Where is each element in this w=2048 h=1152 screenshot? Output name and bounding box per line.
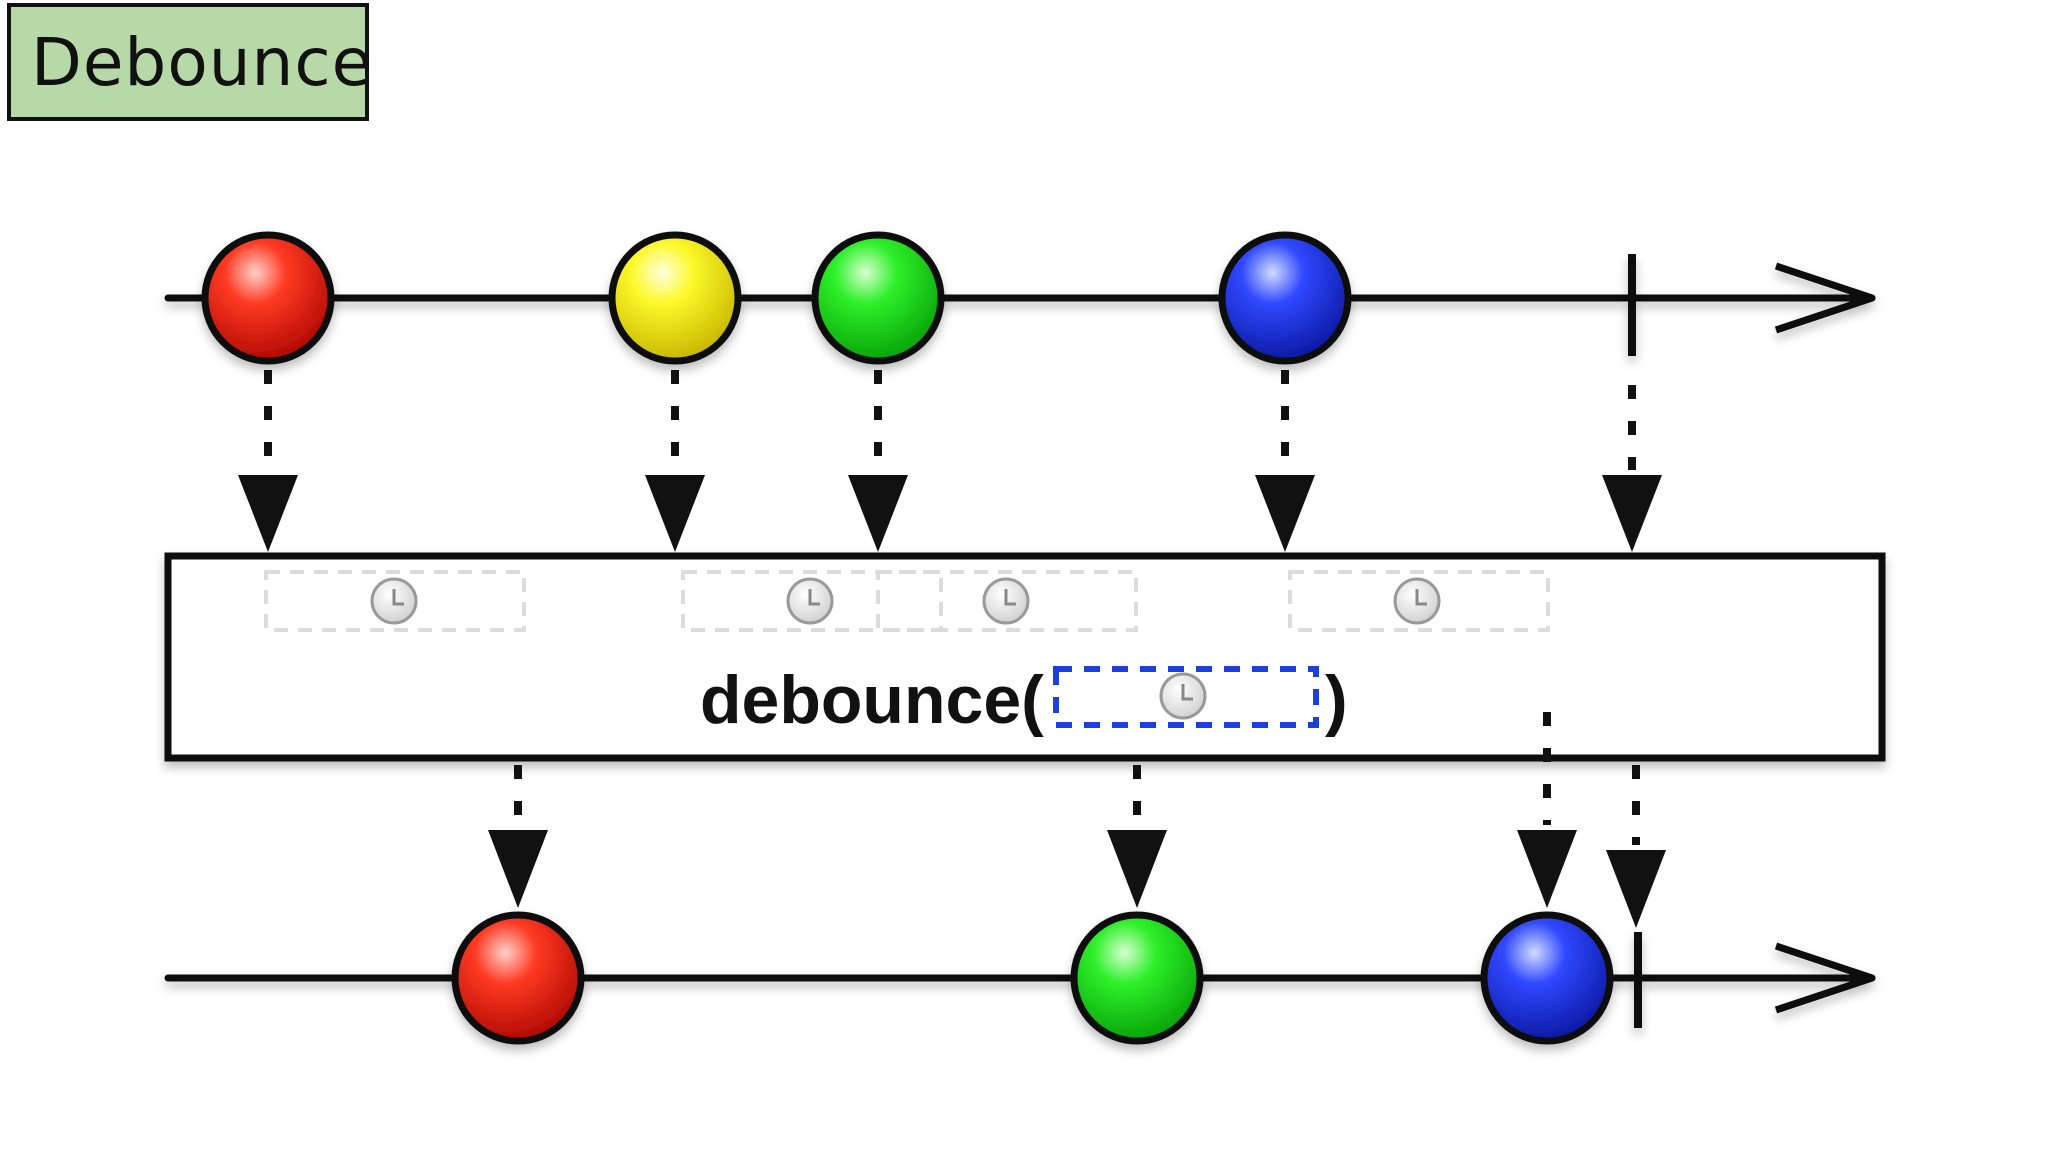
clock-icon: [1393, 577, 1441, 625]
operator-label: debounce(: [700, 662, 1044, 738]
operator-close-paren: ): [1325, 662, 1348, 738]
clock-icon: [786, 577, 834, 625]
output-marble-green: [1070, 911, 1204, 1045]
output-marble-red: [451, 911, 585, 1045]
title-box: Debounce: [7, 3, 372, 121]
page-title: Debounce: [31, 23, 374, 101]
debounce-timer: [1053, 666, 1319, 728]
source-marble-blue: [1218, 231, 1352, 365]
clock-icon: [982, 577, 1030, 625]
clock-icon: [370, 577, 418, 625]
output-marbles: [451, 911, 1614, 1045]
source-marbles: [201, 231, 1352, 365]
output-arrows: [488, 712, 1666, 928]
clock-icon: [1159, 672, 1207, 720]
source-timeline: [164, 254, 1876, 356]
input-arrows: [238, 370, 1662, 552]
timer-clocks: [370, 577, 1441, 625]
output-timeline: [164, 932, 1876, 1028]
source-marble-yellow: [608, 231, 742, 365]
timer-windows: [264, 570, 1550, 632]
source-marble-red: [201, 231, 335, 365]
source-marble-green: [811, 231, 945, 365]
output-marble-blue: [1480, 911, 1614, 1045]
